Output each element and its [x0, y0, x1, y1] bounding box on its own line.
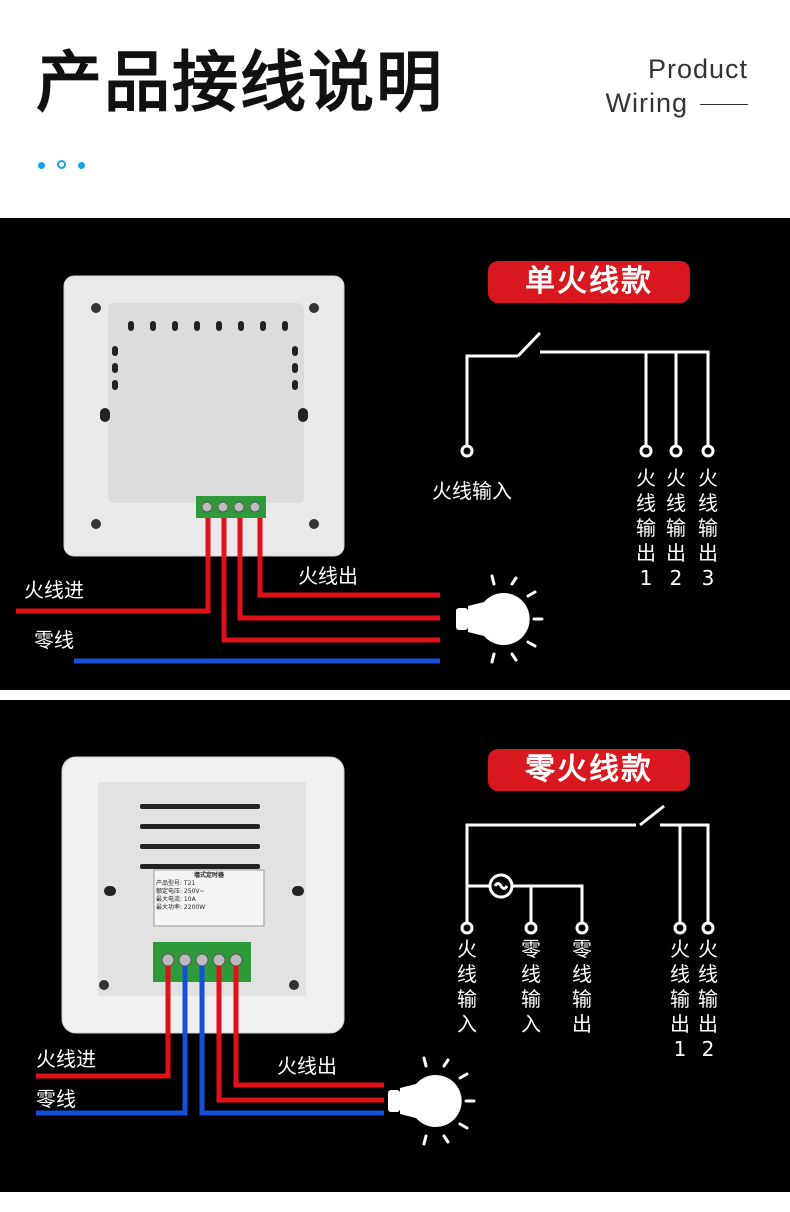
live-out-wire-2 [237, 518, 440, 621]
device-spec-1: 产品型号: T21 [156, 880, 196, 887]
device-title: 墙式定时器 [193, 872, 224, 879]
bulb-icon [456, 574, 544, 664]
live-out-wire-1 [257, 518, 440, 598]
live-in-label: 火线进 [24, 578, 84, 602]
single-live-diagram [16, 275, 715, 664]
live-output-1-label: 火线输出1 [636, 466, 656, 590]
neutral-input-label: 零线输入 [521, 937, 541, 1036]
live-in-wire [16, 518, 211, 614]
live-neutral-diagram [36, 756, 715, 1146]
switch-back-plate [61, 756, 345, 1034]
live-out-label: 火线出 [277, 1054, 337, 1078]
english-title-line1: Product [647, 54, 748, 84]
neutral-label: 零线 [34, 628, 74, 652]
neutral-out-wire [199, 966, 384, 1116]
single-live-panel: 单火线款 火线进 零线 火线出 火线输入 火线输出1 火线输出2 火线输出3 [0, 218, 790, 690]
live-output-1-label: 火线输出1 [670, 937, 690, 1061]
live-output-2-label: 火线输出2 [666, 466, 686, 590]
english-title-word: Wiring [605, 88, 688, 118]
switch-back-plate [63, 275, 345, 557]
decor-dots [38, 154, 97, 173]
live-output-3-label: 火线输出3 [698, 466, 718, 590]
single-live-schematic [465, 331, 710, 446]
single-live-badge: 单火线款 [488, 261, 690, 303]
live-out-wire-1 [216, 966, 384, 1103]
english-title-line2: Wiring [605, 86, 748, 120]
live-input-label: 火线输入 [457, 937, 477, 1036]
neutral-in-wire [36, 966, 188, 1116]
live-output-2-label: 火线输出2 [698, 937, 718, 1061]
device-spec-4: 最大功率: 2200W [156, 904, 206, 911]
live-in-wire [36, 966, 171, 1079]
live-out-wire-2 [233, 966, 384, 1088]
header: 产品接线说明 Product Wiring [0, 0, 790, 218]
dot-icon [78, 162, 85, 169]
live-neutral-badge: 零火线款 [488, 749, 690, 791]
live-out-label: 火线出 [298, 564, 358, 588]
dot-outline-icon [57, 160, 66, 169]
dot-icon [38, 162, 45, 169]
live-in-label: 火线进 [36, 1047, 96, 1071]
live-input-label: 火线输入 [432, 479, 512, 503]
device-spec-3: 最大电流: 10A [156, 896, 196, 903]
english-title: Product Wiring [605, 52, 748, 120]
device-label: 墙式定时器 产品型号: T21 额定电压: 250V~ 最大电流: 10A 最大… [156, 872, 262, 912]
device-spec-2: 额定电压: 250V~ [156, 888, 205, 895]
title-underline [700, 104, 748, 106]
neutral-label: 零线 [36, 1087, 76, 1111]
page-title: 产品接线说明 [36, 44, 444, 121]
neutral-output-label: 零线输出 [572, 937, 592, 1036]
bulb-icon [388, 1056, 476, 1146]
live-neutral-panel: 零火线款 墙式定时器 产品型号: T21 额定电压: 250V~ 最大电流: 1… [0, 700, 790, 1192]
live-out-wire-3 [221, 518, 440, 643]
live-neutral-schematic [465, 804, 710, 923]
